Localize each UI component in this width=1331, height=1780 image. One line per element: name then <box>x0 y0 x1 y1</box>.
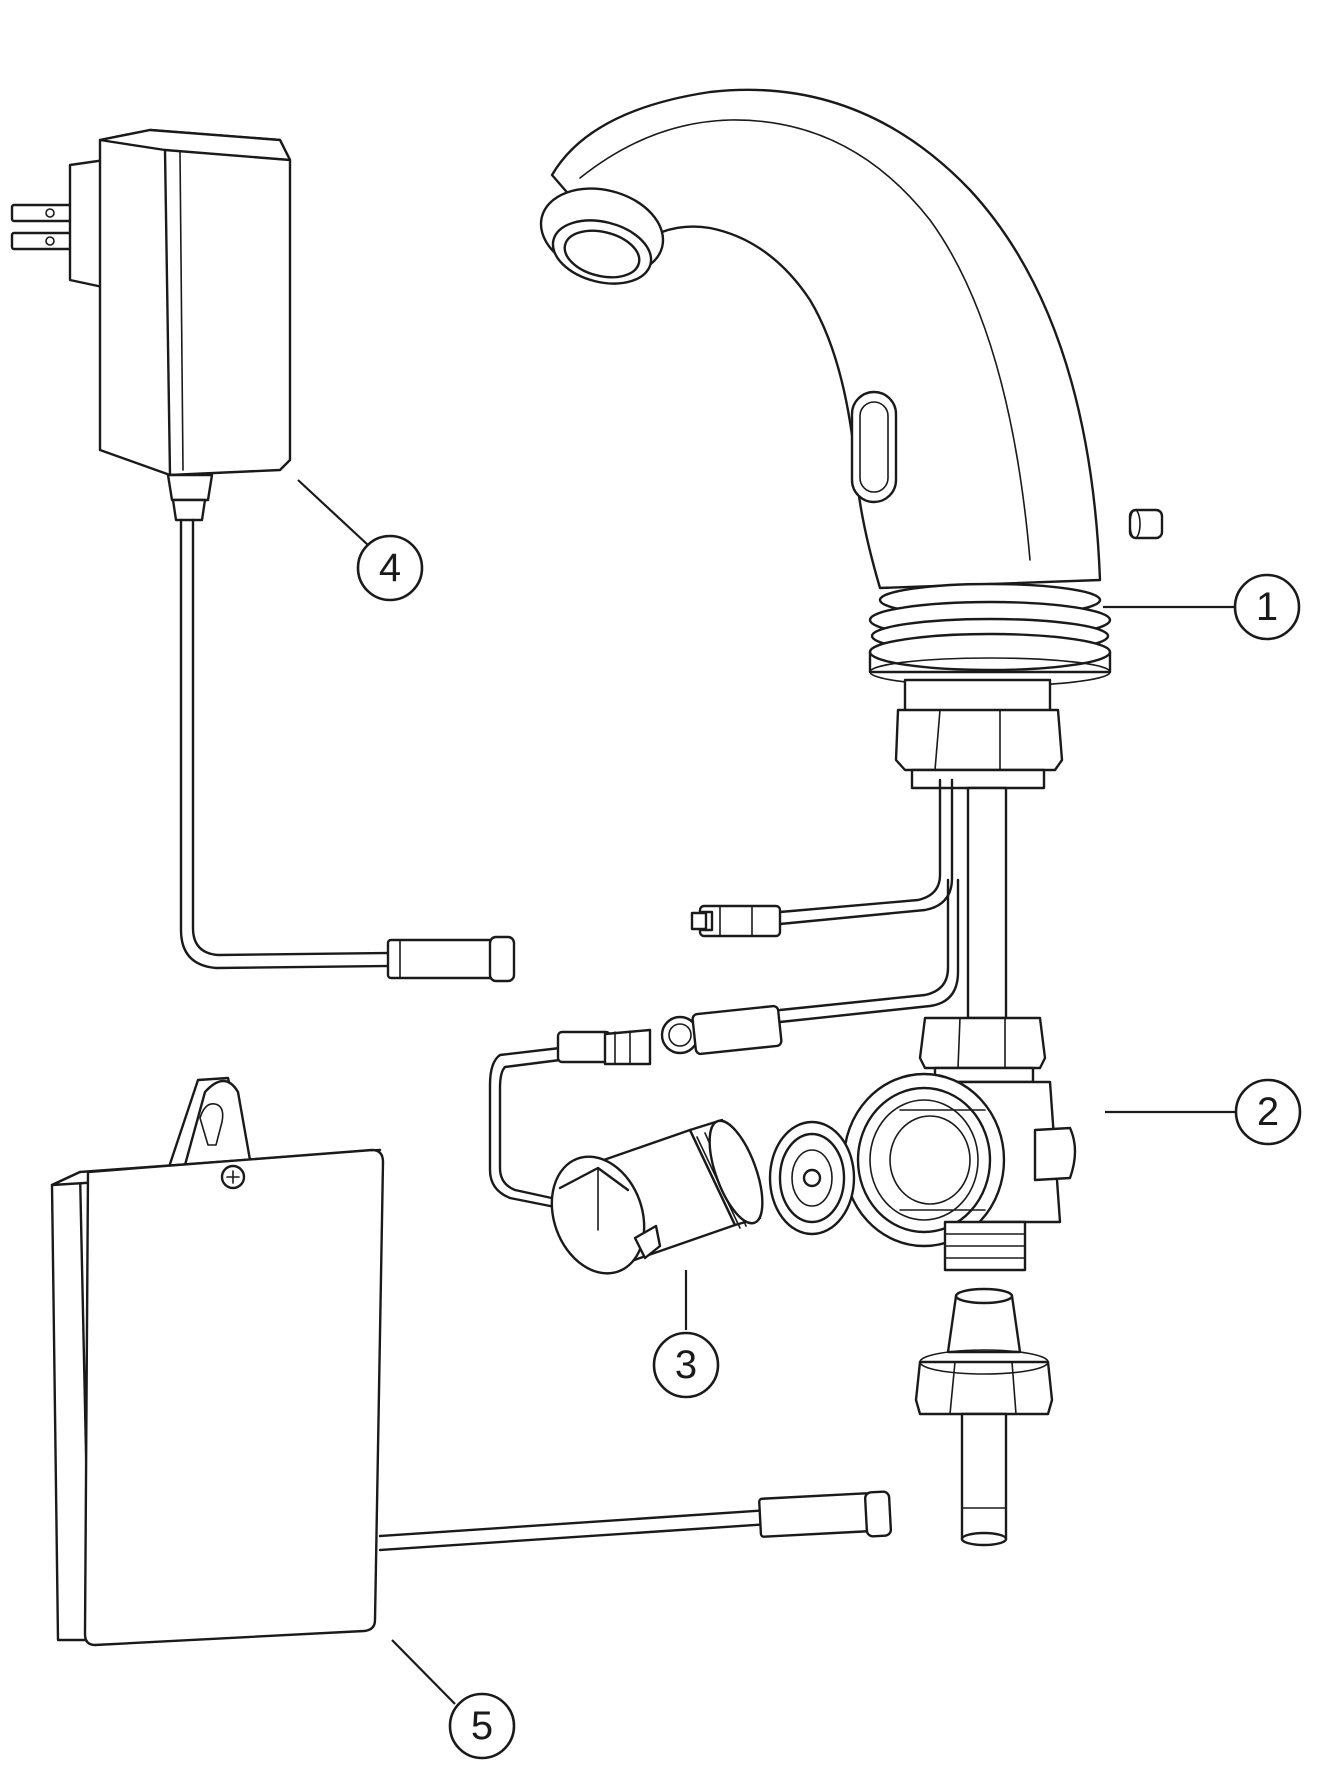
callout-3: 3 <box>652 1331 720 1399</box>
solenoid-assembly <box>488 1004 856 1275</box>
callout-1-label: 1 <box>1256 585 1278 629</box>
control-box <box>50 1076 893 1647</box>
valve-body <box>842 1016 1077 1547</box>
callout-1: 1 <box>1233 573 1301 641</box>
callout-2-label: 2 <box>1257 1090 1279 1134</box>
power-adapter <box>10 128 516 983</box>
callout-5-label: 5 <box>471 1704 493 1748</box>
spout <box>539 88 1164 1024</box>
leader-4 <box>297 479 369 546</box>
leader-5 <box>391 1639 456 1705</box>
callout-5: 5 <box>448 1692 516 1760</box>
callout-2: 2 <box>1234 1078 1302 1146</box>
callout-4: 4 <box>356 534 424 602</box>
callout-3-label: 3 <box>675 1343 697 1387</box>
callout-4-label: 4 <box>379 546 401 590</box>
